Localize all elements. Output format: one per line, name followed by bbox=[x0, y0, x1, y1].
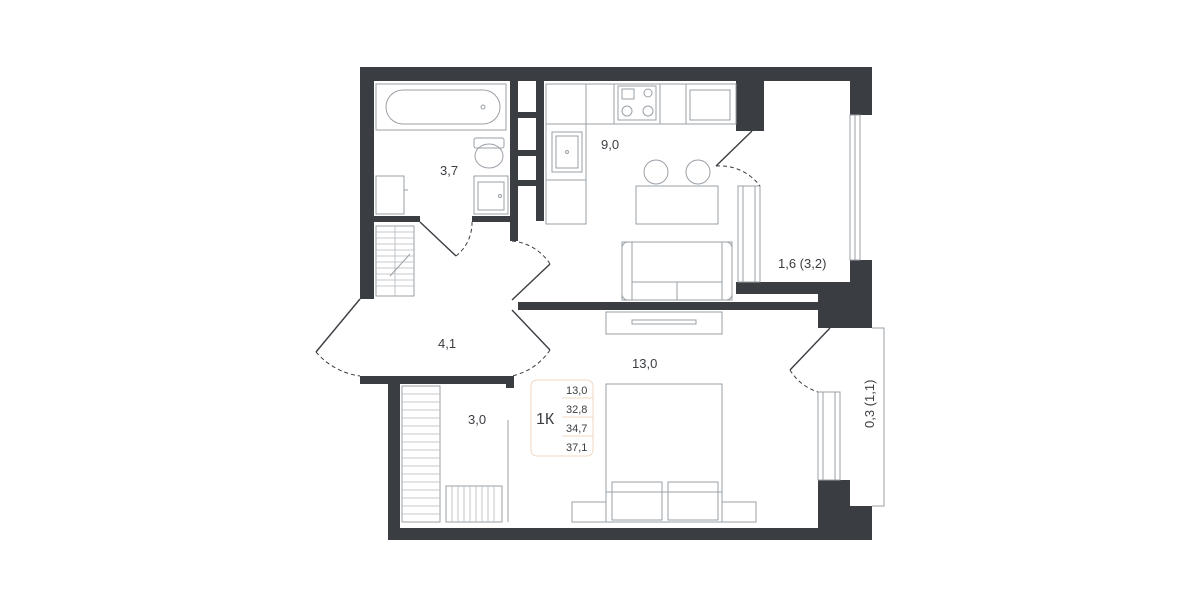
toilet-bowl bbox=[474, 143, 504, 169]
bed bbox=[605, 383, 723, 523]
hallway-area-label: 4,1 bbox=[438, 336, 456, 351]
hall-wardrobe bbox=[375, 225, 415, 297]
apartment-type: 1К bbox=[536, 411, 555, 428]
nightstand bbox=[571, 501, 607, 523]
area-value-3: 34,7 bbox=[566, 423, 587, 435]
chair bbox=[643, 159, 669, 185]
doors bbox=[315, 130, 885, 507]
living-area-value: 13,0 bbox=[566, 385, 587, 397]
dining-table bbox=[635, 185, 719, 225]
bathroom-fixtures bbox=[375, 83, 509, 215]
loggia-area-label: 1,6 (3,2) bbox=[778, 256, 826, 271]
washing-machine bbox=[375, 175, 405, 215]
bathroom-area-label: 3,7 bbox=[440, 163, 458, 178]
area-value-2: 32,8 bbox=[566, 404, 587, 416]
windows bbox=[737, 114, 861, 481]
apartment-summary-card: 1К 13,0 32,8 34,7 37,1 bbox=[530, 379, 594, 457]
balcony-area-label: 0,3 (1,1) bbox=[862, 380, 877, 428]
closet-area-label: 3,0 bbox=[468, 412, 486, 427]
stove bbox=[617, 85, 657, 121]
sink bbox=[473, 175, 509, 215]
closet-shelving bbox=[401, 385, 509, 523]
total-area-value: 37,1 bbox=[566, 442, 587, 454]
kitchen-fixtures bbox=[545, 83, 737, 301]
kitchen-sink bbox=[551, 131, 583, 173]
tv-stand bbox=[605, 311, 723, 335]
kitchen-area-label: 9,0 bbox=[601, 137, 619, 152]
bedroom-fixtures bbox=[571, 311, 757, 523]
fridge bbox=[689, 89, 731, 121]
walls bbox=[360, 67, 872, 540]
nightstand bbox=[721, 501, 757, 523]
chair bbox=[685, 159, 711, 185]
bedroom-area-label: 13,0 bbox=[632, 356, 657, 371]
toilet-tank bbox=[473, 137, 505, 149]
